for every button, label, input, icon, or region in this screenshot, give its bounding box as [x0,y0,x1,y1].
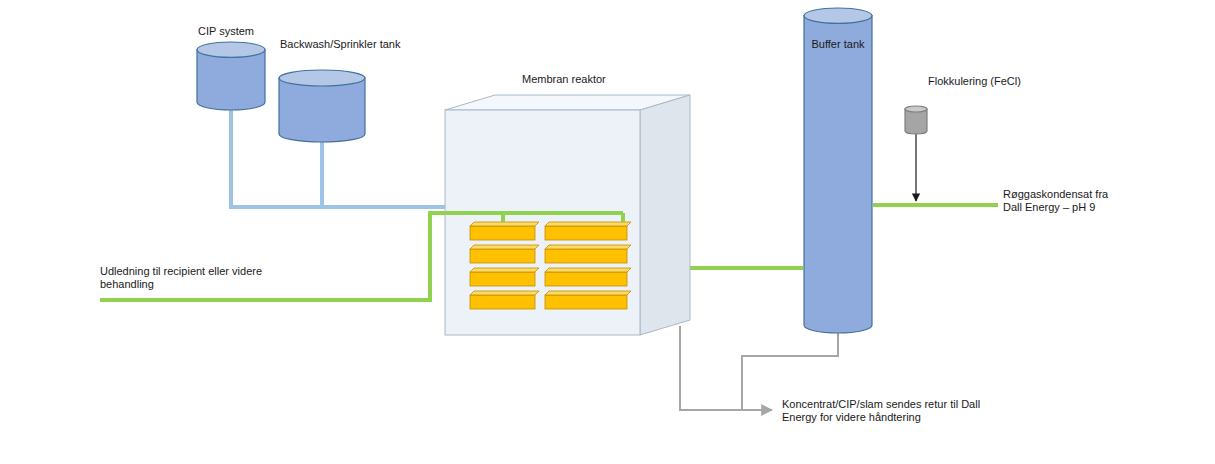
module-top [470,268,539,272]
membrane-module [470,245,539,263]
node-label: Backwash/Sprinkler tank [280,38,400,51]
membrane-module [545,268,631,286]
membrane-module [545,245,631,263]
tank: Buffer tank [803,8,873,333]
tank: Flokkulering (FeCl) [904,106,928,134]
membrane-module [470,222,539,240]
module-top [470,245,539,249]
flow-note: Røggaskondensat fra Dall Energy – pH 9 [1003,188,1121,214]
module-front [545,272,627,286]
tank-top [804,8,872,23]
tank-top [279,70,365,86]
reactor-box: Membran reaktor [445,95,690,335]
node-label: Buffer tank [812,38,865,51]
reactor-front [445,110,640,335]
module-front [470,272,535,286]
node-label: CIP system [198,25,254,38]
module-front [545,249,627,263]
reactor-side [640,95,690,335]
inlet-pipe [873,203,998,207]
membrane-module [470,291,539,309]
dosing-arrow [915,134,916,201]
module-top [545,268,631,272]
pipe-connector [322,140,445,207]
module-front [545,295,627,309]
tank-top [905,106,927,112]
module-front [545,226,627,240]
node-shape [196,42,266,110]
module-top [545,291,631,295]
return-line [680,326,772,410]
module-top [545,245,631,249]
tank-body [197,50,265,110]
tank-body [905,109,927,134]
membrane-module [545,291,631,309]
tank-top [197,42,265,57]
module-top [470,222,539,226]
module-top [470,291,539,295]
flow-note: Udledning til recipient eller videre beh… [100,265,300,291]
module-front [470,249,535,263]
tank: Backwash/Sprinkler tank [278,70,366,142]
outlet-pipe [100,213,445,300]
tank-body [804,16,872,333]
node-shape [445,95,690,335]
node-shape [278,70,366,142]
node-label: Membran reaktor [522,73,606,86]
permeate-pipe [445,213,623,222]
membrane-module [470,268,539,286]
flow-note: Koncentrat/CIP/slam sendes retur til Dal… [782,398,987,424]
module-top [545,222,631,226]
module-front [470,226,535,240]
node-shape [803,8,873,333]
membrane-module [545,222,631,240]
node-label: Flokkulering (FeCl) [928,75,1021,88]
pipe-connector [690,266,803,270]
tank-body [279,78,365,142]
tank: CIP system [196,42,266,110]
return-line [742,333,838,409]
module-front [470,295,535,309]
node-shape [904,106,928,134]
